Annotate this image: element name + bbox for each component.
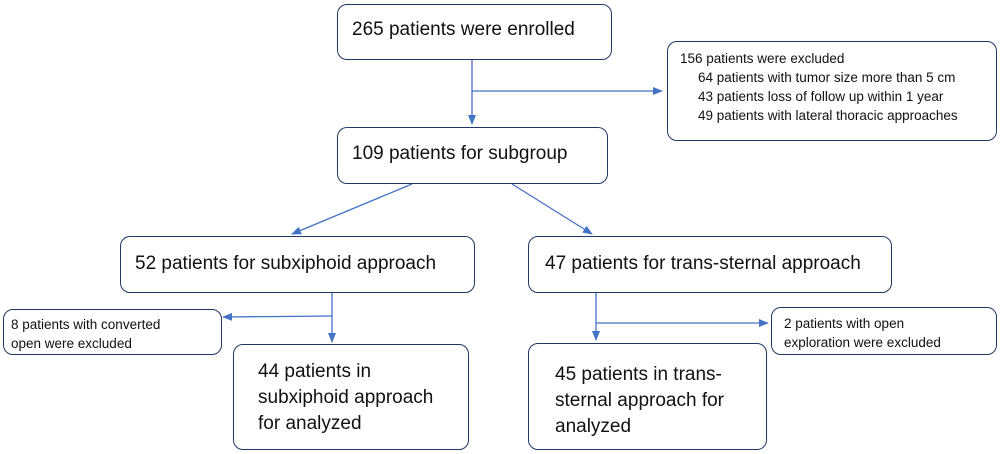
enrolled-box: 265 patients were enrolled — [337, 4, 612, 60]
arrow-subgroup-to-subxiphoid — [291, 183, 413, 235]
transsternal-box: 47 patients for trans-sternal approach — [528, 236, 892, 293]
subxiphoid-analyzed-line: 44 patients in — [258, 361, 372, 382]
transsternal-analyzed-line: 45 patients in trans- — [555, 364, 722, 385]
subxiphoid-box: 52 patients for subxiphoid approach — [120, 236, 475, 293]
converted-excluded-line: open were excluded — [11, 336, 132, 351]
excluded-item: 49 patients with lateral thoracic approa… — [698, 108, 958, 123]
excluded-item: 64 patients with tumor size more than 5 … — [698, 70, 956, 85]
subgroup-box: 109 patients for subgroup — [337, 127, 608, 184]
subxiphoid-analyzed-box: 44 patients in subxiphoid approach for a… — [233, 344, 469, 450]
excluded-item: 43 patients loss of follow up within 1 y… — [698, 89, 944, 104]
open-excluded-line: 2 patients with open — [784, 316, 905, 331]
transsternal-analyzed-line: sternal approach for — [555, 390, 724, 411]
subxiphoid-text: 52 patients for subxiphoid approach — [135, 253, 437, 274]
subxiphoid-analyzed-line: subxiphoid approach — [258, 387, 434, 408]
enrolled-text: 265 patients were enrolled — [352, 19, 575, 40]
transsternal-analyzed-line: analyzed — [555, 416, 632, 437]
subgroup-text: 109 patients for subgroup — [352, 143, 568, 164]
open-excluded-box: 2 patients with open exploration were ex… — [771, 307, 997, 355]
transsternal-text: 47 patients for trans-sternal approach — [545, 253, 861, 274]
transsternal-analyzed-box: 45 patients in trans- sternal approach f… — [528, 343, 767, 450]
excluded-title: 156 patients were excluded — [680, 51, 845, 66]
converted-excluded-line: 8 patients with converted — [11, 317, 161, 332]
arrow-to-converted-excluded — [222, 312, 333, 321]
subxiphoid-analyzed-line: for analyzed — [258, 413, 362, 434]
excluded-box: 156 patients were excluded 64 patients w… — [667, 41, 997, 141]
arrow-subgroup-to-transsternal — [511, 183, 593, 235]
converted-excluded-box: 8 patients with converted open were excl… — [3, 309, 222, 355]
open-excluded-line: exploration were excluded — [784, 335, 941, 350]
